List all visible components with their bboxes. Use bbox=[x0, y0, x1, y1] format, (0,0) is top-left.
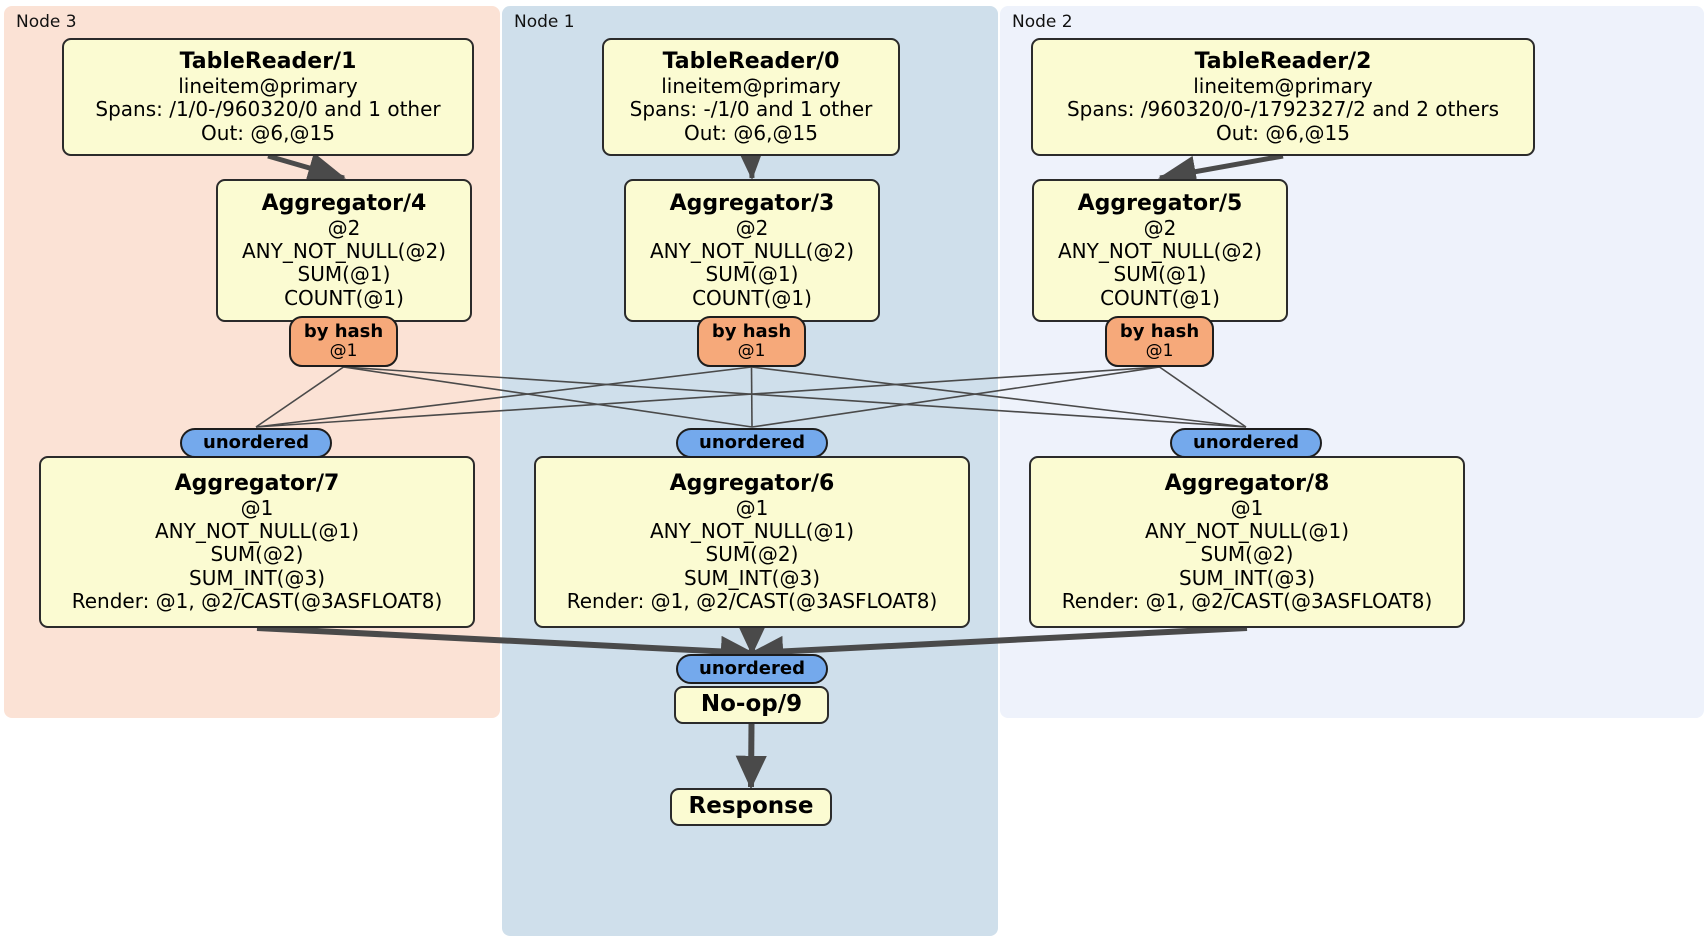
processor-detail-line: SUM(@1) bbox=[297, 262, 391, 287]
processor-detail-line: COUNT(@1) bbox=[1100, 285, 1220, 310]
edge-aggregator8-to-unord9 bbox=[749, 625, 1248, 668]
processor-detail-line: @1 bbox=[1230, 495, 1264, 520]
badge-label: unordered bbox=[1193, 432, 1299, 454]
processor-detail-line: @2 bbox=[1143, 215, 1177, 240]
processor-response[interactable]: Response bbox=[670, 788, 832, 826]
processor-title: TableReader/2 bbox=[1194, 48, 1372, 74]
badge-sublabel: @1 bbox=[1145, 341, 1174, 362]
processor-detail-line: SUM(@2) bbox=[210, 542, 304, 567]
processor-detail-line: Spans: /1/0-/960320/0 and 1 other bbox=[95, 97, 441, 122]
processor-detail-line: SUM(@2) bbox=[705, 542, 799, 567]
badge-label: by hash bbox=[1119, 321, 1200, 343]
edge-tablereader1-to-aggregator4 bbox=[267, 152, 346, 184]
processor-title: Aggregator/6 bbox=[669, 470, 835, 496]
badge-label: unordered bbox=[203, 432, 309, 454]
processor-detail-line: SUM(@2) bbox=[1200, 542, 1294, 567]
edge-tablereader0-to-aggregator3 bbox=[734, 141, 767, 180]
processor-detail-line: SUM_INT(@3) bbox=[189, 565, 325, 590]
processor-detail-line: ANY_NOT_NULL(@1) bbox=[155, 518, 359, 543]
processor-title: Aggregator/3 bbox=[669, 190, 835, 216]
processor-detail-line: COUNT(@1) bbox=[692, 285, 812, 310]
unordered-synchronizer-badge-unord6[interactable]: unordered bbox=[676, 428, 828, 458]
panel-label-node1: Node 1 bbox=[514, 12, 575, 32]
edge-hash3-to-unord7 bbox=[255, 366, 752, 428]
processor-noop9[interactable]: No-op/9 bbox=[674, 686, 829, 724]
processor-title: TableReader/1 bbox=[179, 48, 357, 74]
processor-detail-line: Out: @6,@15 bbox=[684, 120, 818, 145]
processor-detail-line: ANY_NOT_NULL(@1) bbox=[1145, 518, 1349, 543]
processor-title: Aggregator/4 bbox=[261, 190, 427, 216]
panel-label-node3: Node 3 bbox=[16, 12, 77, 32]
processor-detail-line: SUM(@1) bbox=[705, 262, 799, 287]
processor-title: Response bbox=[688, 793, 814, 820]
processor-detail-line: COUNT(@1) bbox=[284, 285, 404, 310]
edge-hash5-to-unord6 bbox=[751, 366, 1160, 428]
processor-detail-line: ANY_NOT_NULL(@2) bbox=[242, 239, 446, 264]
badge-sublabel: @1 bbox=[329, 341, 358, 362]
unordered-synchronizer-badge-unord8[interactable]: unordered bbox=[1170, 428, 1322, 458]
badge-label: unordered bbox=[699, 432, 805, 454]
edge-hash4-to-unord7 bbox=[255, 366, 344, 428]
processor-detail-line: @1 bbox=[735, 495, 769, 520]
edge-hash3-to-unord8 bbox=[751, 366, 1247, 428]
processor-detail-line: @1 bbox=[240, 495, 274, 520]
processor-detail-line: @2 bbox=[735, 215, 769, 240]
processor-detail-line: lineitem@primary bbox=[178, 73, 358, 98]
edge-noop9-to-response bbox=[735, 723, 767, 790]
processor-detail-line: Render: @1, @2/CAST(@3ASFLOAT8) bbox=[566, 589, 938, 614]
edge-hash4-to-unord8 bbox=[343, 366, 1247, 428]
processor-detail-line: Out: @6,@15 bbox=[201, 120, 335, 145]
processor-detail-line: ANY_NOT_NULL(@2) bbox=[650, 239, 854, 264]
unordered-synchronizer-badge-unord7[interactable]: unordered bbox=[180, 428, 332, 458]
panel-label-node2: Node 2 bbox=[1012, 12, 1073, 32]
processor-detail-line: Out: @6,@15 bbox=[1216, 120, 1350, 145]
badge-label: by hash bbox=[711, 321, 792, 343]
badge-label: by hash bbox=[303, 321, 384, 343]
processor-detail-line: @2 bbox=[327, 215, 361, 240]
edge-hash3-to-unord6 bbox=[750, 366, 753, 428]
processor-title: Aggregator/8 bbox=[1164, 470, 1330, 496]
processor-title: Aggregator/7 bbox=[174, 470, 340, 496]
edge-hash4-to-unord6 bbox=[343, 366, 753, 428]
processor-detail-line: Render: @1, @2/CAST(@3ASFLOAT8) bbox=[1061, 589, 1433, 614]
processor-detail-line: Spans: -/1/0 and 1 other bbox=[629, 97, 873, 122]
hash-router-badge-hash4[interactable]: by hash@1 bbox=[289, 316, 398, 367]
hash-router-badge-hash3[interactable]: by hash@1 bbox=[697, 316, 806, 367]
processor-detail-line: SUM_INT(@3) bbox=[684, 565, 820, 590]
edge-hash5-to-unord7 bbox=[255, 366, 1160, 428]
processor-detail-line: lineitem@primary bbox=[661, 73, 841, 98]
badge-label: unordered bbox=[699, 658, 805, 680]
processor-detail-line: Spans: /960320/0-/1792327/2 and 2 others bbox=[1066, 97, 1499, 122]
badge-sublabel: @1 bbox=[737, 341, 766, 362]
edge-tablereader2-to-aggregator5 bbox=[1158, 153, 1284, 188]
processor-detail-line: Render: @1, @2/CAST(@3ASFLOAT8) bbox=[71, 589, 443, 614]
hash-router-badge-hash5[interactable]: by hash@1 bbox=[1105, 316, 1214, 367]
processor-detail-line: lineitem@primary bbox=[1193, 73, 1373, 98]
processor-detail-line: ANY_NOT_NULL(@1) bbox=[650, 518, 854, 543]
processor-title: No-op/9 bbox=[700, 691, 803, 718]
processor-detail-line: SUM(@1) bbox=[1113, 262, 1207, 287]
unordered-synchronizer-badge-unord9[interactable]: unordered bbox=[676, 654, 828, 684]
processor-title: TableReader/0 bbox=[662, 48, 840, 74]
edge-aggregator7-to-unord9 bbox=[256, 625, 755, 668]
processor-detail-line: SUM_INT(@3) bbox=[1179, 565, 1315, 590]
processor-detail-line: ANY_NOT_NULL(@2) bbox=[1058, 239, 1262, 264]
processor-title: Aggregator/5 bbox=[1077, 190, 1243, 216]
edge-hash5-to-unord8 bbox=[1159, 366, 1247, 428]
